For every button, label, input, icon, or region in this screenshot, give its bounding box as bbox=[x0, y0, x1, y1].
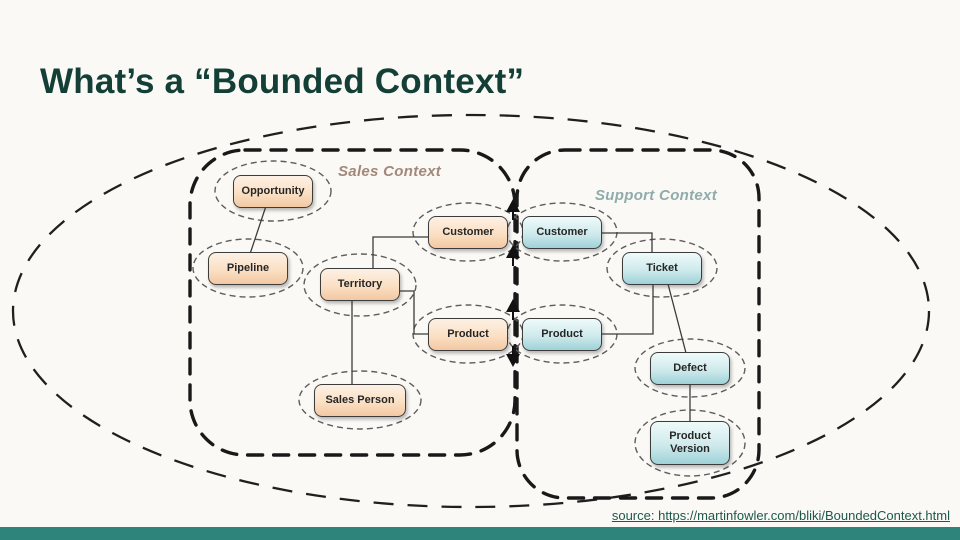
support-context-boundary bbox=[515, 148, 761, 500]
entity-sales-territory: Territory bbox=[320, 268, 400, 301]
entity-sales-opportunity: Opportunity bbox=[233, 175, 313, 208]
context-sync-arrows bbox=[506, 199, 520, 367]
slide-title: What’s a “Bounded Context” bbox=[40, 62, 525, 101]
entity-sales-sales-person: Sales Person bbox=[314, 384, 406, 417]
entity-support-product: Product bbox=[522, 318, 602, 351]
sales-context-label: Sales Context bbox=[338, 163, 442, 180]
entity-sales-pipeline: Pipeline bbox=[208, 252, 288, 285]
entity-support-ticket: Ticket bbox=[622, 252, 702, 285]
sales-context-boundary bbox=[188, 148, 517, 457]
support-context-label: Support Context bbox=[595, 187, 717, 204]
entity-sales-product: Product bbox=[428, 318, 508, 351]
entity-support-customer: Customer bbox=[522, 216, 602, 249]
entity-support-defect: Defect bbox=[650, 352, 730, 385]
footer-accent-bar bbox=[0, 527, 960, 540]
entity-sales-customer: Customer bbox=[428, 216, 508, 249]
relationship-lines bbox=[249, 205, 691, 423]
entity-support-product-version: Product Version bbox=[650, 421, 730, 465]
source-link[interactable]: source: https://martinfowler.com/bliki/B… bbox=[611, 508, 950, 523]
outer-boundary-ellipse bbox=[11, 113, 931, 509]
